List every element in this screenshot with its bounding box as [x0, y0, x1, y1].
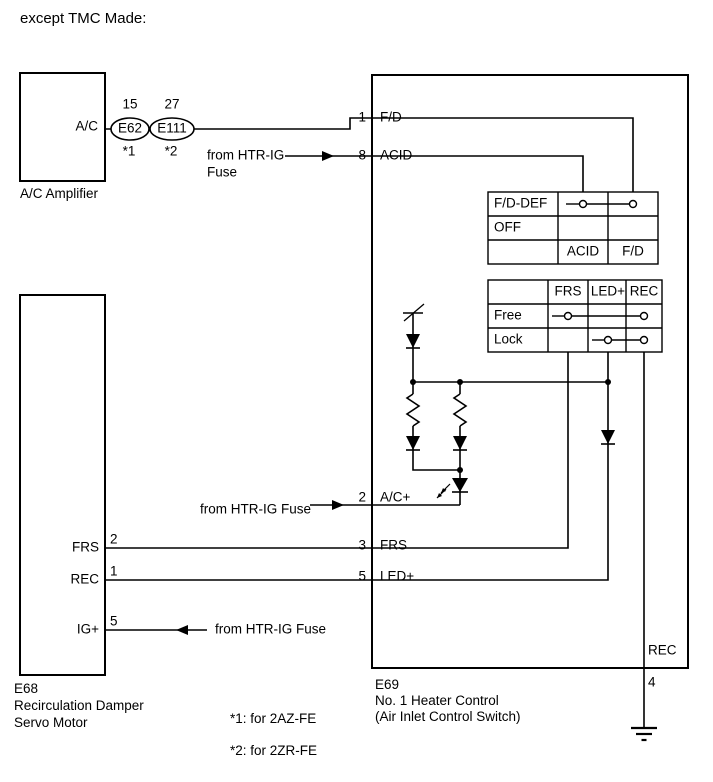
ig-fuse-text: from HTR-IG Fuse: [215, 621, 327, 637]
acid-fuse-text-line1: from HTR-IG: [207, 147, 285, 163]
position-table-col-frs: FRS: [554, 283, 582, 299]
mode-table-row-off: OFF: [494, 219, 521, 235]
heater-pin-ac-label: A/C+: [380, 489, 411, 505]
servo-name: E68: [14, 681, 39, 696]
heater-pin-acid-label: ACID: [380, 147, 413, 163]
junction-dot: [457, 379, 463, 385]
heater-pin-fd-number: 1: [358, 109, 366, 125]
acid-fuse-text-line2: Fuse: [207, 164, 238, 180]
switch-contact-icon: [603, 335, 613, 345]
mode-table-col-fd: F/D: [622, 243, 644, 259]
diode-icon: [453, 436, 467, 450]
wire-frs: [105, 352, 569, 549]
wire-fd-internal: [372, 117, 634, 192]
diodes: [406, 334, 615, 451]
ac-amplifier-box: [19, 72, 106, 182]
switch-contact-icon: [639, 335, 649, 345]
flow-arrow-icon: [176, 625, 188, 635]
flow-arrow-icon: [322, 151, 334, 161]
footnote-2: *2: for 2ZR-FE: [230, 743, 318, 758]
servo-rec-pin: 1: [110, 563, 118, 579]
wire-led-plus: [105, 352, 609, 581]
wires: [105, 117, 645, 728]
ac-amplifier-caption: A/C Amplifier: [20, 186, 99, 201]
mode-table-contacts: [566, 199, 638, 209]
resistor-icon: [405, 393, 421, 427]
servo-frs-label: FRS: [72, 539, 99, 555]
resistor-icon: [452, 393, 468, 427]
led-triangle: [452, 478, 468, 492]
junction-dots: [410, 379, 611, 473]
heater-control-box: [371, 74, 689, 669]
heater-pin-acid-number: 8: [358, 147, 366, 163]
connector-e62-oval: [110, 117, 150, 141]
connector-e62-note: *1: [122, 143, 136, 159]
switch-contact-icon: [639, 311, 649, 321]
wire-ac-to-fd: [105, 117, 372, 130]
heater-pin-ac-number: 2: [358, 489, 366, 505]
servo-motor-box: [19, 294, 106, 676]
heater-rec-pin: 4: [648, 674, 656, 690]
position-table-col-led: LED+: [590, 283, 626, 299]
heater-name: E69: [375, 677, 400, 692]
ground-icon: [631, 726, 657, 742]
diode-icon: [406, 436, 420, 450]
diode-icon: [601, 430, 615, 444]
ac-amplifier-label: A/C: [75, 118, 98, 134]
junction-dot: [605, 379, 611, 385]
junction-dot: [410, 379, 416, 385]
switch-contact-icon: [628, 199, 638, 209]
heater-caption-1: No. 1 Heater Control: [375, 693, 499, 708]
connector-e111-note: *2: [164, 143, 178, 159]
position-table-contacts: [552, 311, 649, 345]
servo-rec-label: REC: [70, 571, 99, 587]
mode-table-row-fddef: F/D-DEF: [494, 195, 548, 211]
ac-pin1-number: 15: [122, 96, 138, 112]
heater-rec-label: REC: [648, 642, 677, 658]
junction-dot: [457, 467, 463, 473]
position-table-col-rec: REC: [629, 283, 659, 299]
switch-contact-icon: [563, 311, 573, 321]
connector-e111-label: E111: [157, 120, 187, 136]
page-title: except TMC Made:: [20, 10, 147, 27]
footnote-1: *1: for 2AZ-FE: [230, 711, 317, 726]
led-icon: [436, 478, 468, 499]
led-ray-head: [441, 488, 446, 493]
ac-fuse-text: from HTR-IG Fuse: [200, 501, 312, 517]
servo-ig-pin: 5: [110, 613, 118, 629]
ac-pin2-number: 27: [164, 96, 180, 112]
heater-pin-led-label: LED+: [380, 568, 415, 584]
heater-pin-frs-number: 3: [358, 537, 366, 553]
switch-contact-icon: [578, 199, 588, 209]
position-table-row-lock: Lock: [494, 331, 523, 347]
connector-e111-oval: [149, 117, 195, 141]
heater-pin-fd-label: F/D: [380, 109, 402, 125]
diode-icon: [406, 334, 420, 348]
heater-pin-frs-label: FRS: [380, 537, 407, 553]
servo-caption-2: Servo Motor: [14, 715, 88, 730]
position-table-row-free: Free: [494, 307, 522, 323]
servo-ig-label: IG+: [76, 621, 99, 637]
heater-caption-2: (Air Inlet Control Switch): [375, 709, 521, 724]
wire-acid-internal: [372, 155, 584, 192]
mode-table-col-acid: ACID: [566, 243, 600, 259]
servo-caption-1: Recirculation Damper: [14, 698, 144, 713]
flow-arrow-icon: [332, 500, 344, 510]
connector-e62-label: E62: [117, 120, 143, 136]
heater-pin-led-number: 5: [358, 568, 366, 584]
servo-frs-pin: 2: [110, 531, 118, 547]
illumination-slash-icon: [403, 303, 425, 322]
led-ray-head: [437, 493, 442, 498]
